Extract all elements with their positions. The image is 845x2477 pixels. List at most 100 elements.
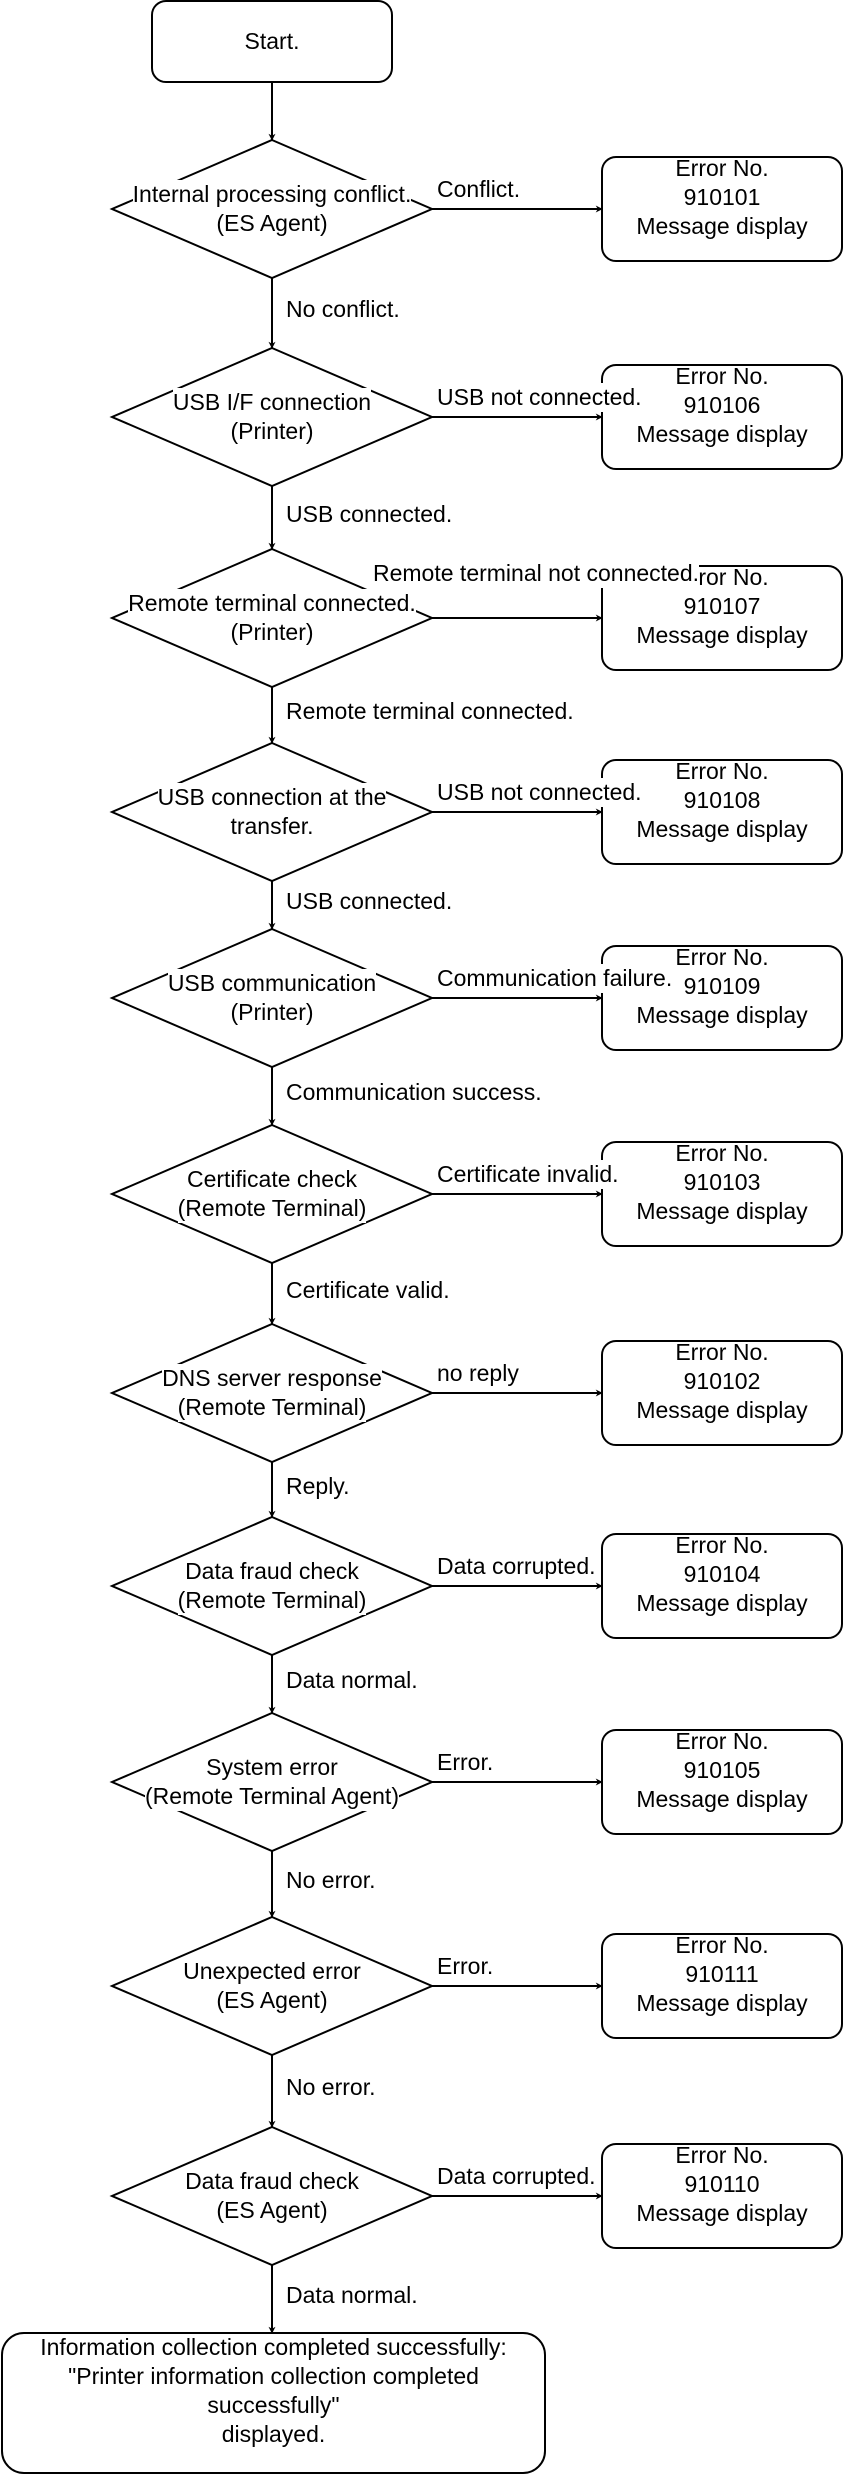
error-code: 910108	[683, 787, 761, 813]
decision-label: Data fraud check(Remote Terminal)	[112, 1557, 432, 1615]
success-branch-label: USB connected.	[286, 500, 453, 529]
error-box	[601, 156, 843, 262]
error-code: 910101	[683, 184, 761, 210]
error-box	[601, 1141, 843, 1247]
decision-label-line: (Remote Terminal)	[177, 1393, 367, 1422]
error-box	[601, 2143, 843, 2249]
decision-label-line: USB communication	[167, 969, 377, 998]
error-branch-label: Error.	[437, 1952, 494, 1981]
error-code: 910109	[683, 973, 761, 999]
error-action: Message display	[636, 421, 808, 447]
error-action: Message display	[636, 213, 808, 239]
decision-label-line: (Remote Terminal Agent)	[145, 1782, 399, 1811]
error-action: Message display	[636, 1990, 808, 2016]
decision-label: Remote terminal connected.(Printer)	[112, 589, 432, 647]
error-title: Error No.	[675, 1532, 769, 1558]
success-branch-label: No error.	[286, 2073, 376, 2102]
decision-label-line: Data fraud check	[185, 2167, 359, 2196]
error-box	[601, 364, 843, 470]
success-branch-label: Certificate valid.	[286, 1276, 450, 1305]
success-branch-label: Remote terminal connected.	[286, 697, 574, 726]
error-code: 910103	[683, 1169, 761, 1195]
decision-label-line: (Printer)	[230, 998, 314, 1027]
error-branch-label: no reply	[437, 1359, 519, 1388]
decision-label-line: USB I/F connection	[172, 388, 372, 417]
decision-label: USB communication(Printer)	[112, 969, 432, 1027]
error-title: Error No.	[675, 1140, 769, 1166]
decision-label-line: System error	[206, 1753, 338, 1782]
decision-label-line: (Remote Terminal)	[177, 1194, 367, 1223]
error-title: Error No.	[675, 758, 769, 784]
success-branch-label: Communication success.	[286, 1078, 542, 1107]
error-box	[601, 759, 843, 865]
error-box	[601, 1533, 843, 1639]
error-branch-label: Conflict.	[437, 175, 521, 204]
error-box	[601, 1340, 843, 1446]
decision-label: Data fraud check(ES Agent)	[112, 2167, 432, 2225]
error-branch-label: USB not connected.	[437, 778, 642, 807]
error-code: 910111	[685, 1961, 759, 1987]
error-title: Error No.	[675, 2142, 769, 2168]
success-branch-label: Reply.	[286, 1472, 350, 1501]
decision-label: USB I/F connection(Printer)	[112, 388, 432, 446]
error-branch-label: Remote terminal not connected.	[373, 559, 700, 588]
error-code: 910104	[683, 1561, 761, 1587]
decision-label: DNS server response(Remote Terminal)	[112, 1364, 432, 1422]
error-title: Error No.	[675, 155, 769, 181]
start-node: Start.	[152, 27, 392, 56]
end-message-line: Information collection completed success…	[40, 2334, 507, 2360]
error-action: Message display	[636, 1002, 808, 1028]
error-branch-label: Communication failure.	[437, 964, 673, 993]
error-branch-label: Data corrupted.	[437, 1552, 596, 1581]
decision-label-line: (Printer)	[230, 618, 314, 647]
error-box	[601, 565, 843, 671]
error-title: Error No.	[675, 1339, 769, 1365]
error-action: Message display	[636, 1590, 808, 1616]
end-box	[1, 2332, 546, 2474]
error-title: Error No.	[675, 944, 769, 970]
error-branch-label: Data corrupted.	[437, 2162, 596, 2191]
error-box	[601, 1729, 843, 1835]
success-branch-label: No conflict.	[286, 295, 400, 324]
error-branch-label: Certificate invalid.	[437, 1160, 619, 1189]
error-action: Message display	[636, 1198, 808, 1224]
decision-label-line: (Remote Terminal)	[177, 1586, 367, 1615]
decision-label-line: Remote terminal connected.	[128, 589, 416, 618]
end-message-line: displayed.	[221, 2421, 326, 2447]
error-action: Message display	[636, 1397, 808, 1423]
decision-label-line: Data fraud check	[185, 1557, 359, 1586]
error-code: 910105	[683, 1757, 761, 1783]
success-branch-label: USB connected.	[286, 887, 453, 916]
error-box	[601, 1933, 843, 2039]
error-title: Error No.	[675, 1728, 769, 1754]
decision-label-line: USB connection at the	[157, 783, 387, 812]
end-message-line: successfully"	[207, 2392, 340, 2418]
error-branch-label: Error.	[437, 1748, 494, 1777]
error-action: Message display	[636, 2200, 808, 2226]
error-action: Message display	[636, 816, 808, 842]
error-action: Message display	[636, 622, 808, 648]
error-code: 910106	[683, 392, 761, 418]
error-code: 910110	[684, 2171, 760, 2197]
success-branch-label: Data normal.	[286, 1666, 418, 1695]
decision-label-line: (ES Agent)	[216, 2196, 328, 2225]
error-title: Error No.	[675, 363, 769, 389]
decision-label-line: (ES Agent)	[216, 209, 328, 238]
end-message: Information collection completed success…	[2, 2333, 545, 2449]
success-branch-label: Data normal.	[286, 2281, 418, 2310]
start-label: Start.	[244, 28, 300, 54]
error-action: Message display	[636, 1786, 808, 1812]
decision-label: Certificate check(Remote Terminal)	[112, 1165, 432, 1223]
decision-label-line: transfer.	[230, 812, 314, 841]
error-title: Error No.	[675, 1932, 769, 1958]
decision-label-line: Internal processing conflict.	[132, 180, 412, 209]
